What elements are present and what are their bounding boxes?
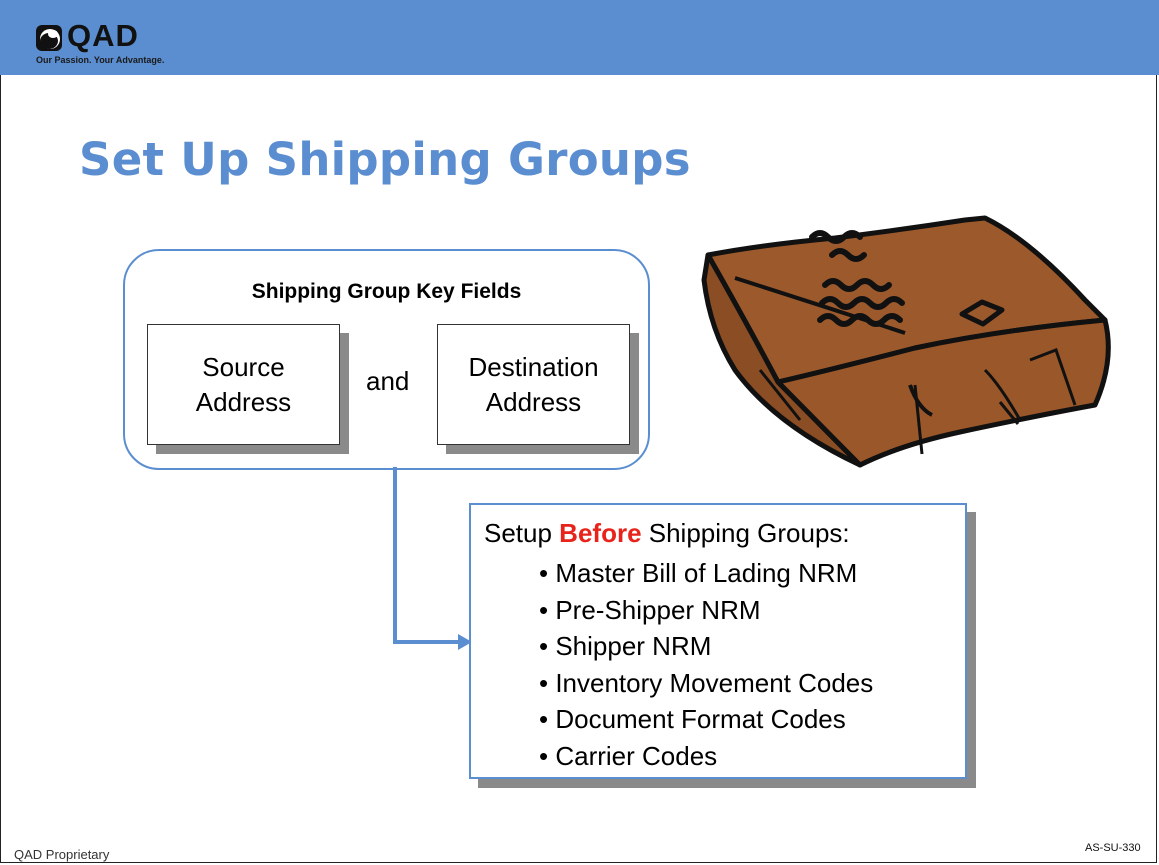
setup-list: • Master Bill of Lading NRM • Pre-Shippe… bbox=[539, 555, 873, 774]
setup-list-item: • Inventory Movement Codes bbox=[539, 667, 874, 698]
setup-list-item: • Master Bill of Lading NRM bbox=[539, 558, 858, 588]
setup-before-panel: Setup Before Shipping Groups: • Master B… bbox=[469, 503, 967, 779]
setup-list-item: • Pre-Shipper NRM bbox=[539, 594, 761, 625]
setup-item-text: Carrier Codes bbox=[555, 740, 718, 771]
source-address-line1: Source bbox=[202, 351, 285, 382]
shipping-package-icon bbox=[701, 215, 1111, 468]
setup-list-item: • Document Format Codes bbox=[539, 704, 846, 734]
slide-title: Set Up Shipping Groups bbox=[79, 133, 691, 186]
source-address-box: Source Address bbox=[147, 324, 340, 445]
setup-heading-highlight: Before bbox=[559, 518, 642, 548]
setup-heading-suffix: Shipping Groups: bbox=[641, 518, 850, 548]
setup-item-text: Master Bill of Lading NRM bbox=[555, 558, 858, 588]
footer-slide-code: AS-SU-330 bbox=[1085, 842, 1141, 854]
setup-heading-prefix: Setup bbox=[484, 518, 560, 548]
key-fields-title: Shipping Group Key Fields bbox=[251, 280, 522, 303]
logo-wordmark: QAD bbox=[67, 18, 139, 53]
destination-address-line2: Address bbox=[485, 386, 582, 417]
qad-globe-icon bbox=[36, 25, 62, 51]
destination-address-box: Destination Address bbox=[437, 324, 630, 445]
footer-proprietary: QAD Proprietary bbox=[14, 847, 110, 862]
setup-item-text: Document Format Codes bbox=[555, 704, 846, 734]
setup-item-text: Inventory Movement Codes bbox=[555, 667, 874, 698]
setup-list-item: • Shipper NRM bbox=[539, 631, 712, 661]
setup-list-item: • Carrier Codes bbox=[539, 740, 718, 771]
and-label: and bbox=[366, 366, 410, 396]
header-bar: QAD Our Passion. Your Advantage. bbox=[0, 0, 1159, 75]
connector-arrow bbox=[393, 467, 472, 650]
setup-heading: Setup Before Shipping Groups: bbox=[484, 518, 850, 549]
source-address-line2: Address bbox=[195, 386, 292, 417]
destination-address-line1: Destination bbox=[468, 351, 599, 382]
logo-tagline: Our Passion. Your Advantage. bbox=[36, 55, 165, 65]
setup-item-text: Shipper NRM bbox=[555, 631, 712, 661]
setup-item-text: Pre-Shipper NRM bbox=[555, 594, 761, 625]
